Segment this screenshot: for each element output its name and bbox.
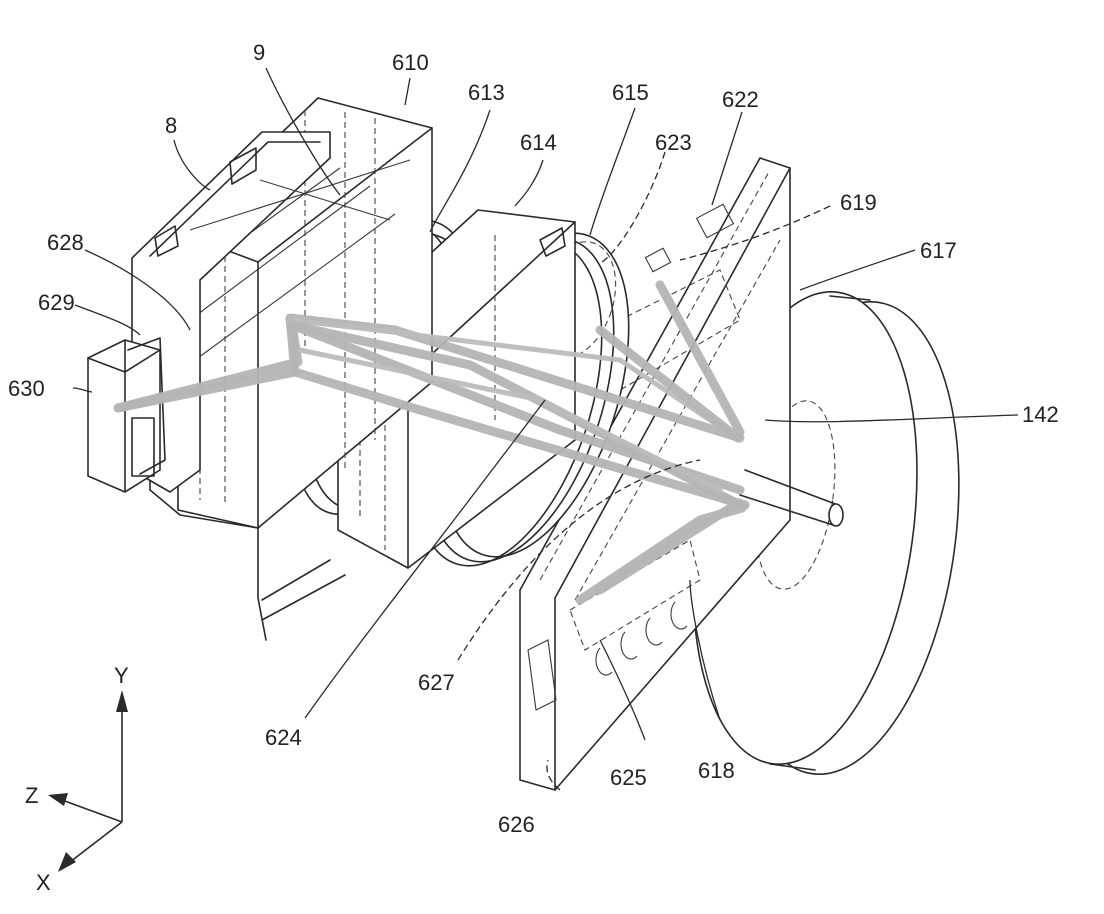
leader-lines <box>72 67 1019 791</box>
z-axis <box>61 799 123 823</box>
label-622: 622 <box>722 87 759 112</box>
label-617: 617 <box>920 238 957 263</box>
label-614: 614 <box>520 130 557 155</box>
label-615: 615 <box>612 80 649 105</box>
y-axis-arrow <box>116 690 128 712</box>
prism-630 <box>87 337 166 493</box>
label-629: 629 <box>38 290 75 315</box>
label-625: 625 <box>610 765 647 790</box>
axis-label-x: X <box>36 870 51 895</box>
z-axis-arrow <box>48 793 68 806</box>
shaft <box>739 469 844 527</box>
label-630: 630 <box>8 376 45 401</box>
x-axis <box>69 821 123 863</box>
light-beams <box>113 280 750 605</box>
coordinate-axes: Y Z X <box>25 663 129 895</box>
label-613: 613 <box>468 80 505 105</box>
label-624: 624 <box>265 725 302 750</box>
label-623: 623 <box>655 130 692 155</box>
reference-labels: 9 8 610 613 614 615 622 623 619 617 628 … <box>8 40 1059 837</box>
label-618: 618 <box>698 758 735 783</box>
label-142: 142 <box>1022 402 1059 427</box>
label-610: 610 <box>392 50 429 75</box>
label-628: 628 <box>47 230 84 255</box>
x-axis-arrow <box>58 852 76 872</box>
label-619: 619 <box>840 190 877 215</box>
label-627: 627 <box>418 670 455 695</box>
label-626: 626 <box>498 812 535 837</box>
axis-label-y: Y <box>114 663 129 688</box>
axis-label-z: Z <box>25 783 38 808</box>
label-8: 8 <box>165 113 177 138</box>
plate-8-9 <box>131 131 411 493</box>
label-9: 9 <box>253 40 265 65</box>
